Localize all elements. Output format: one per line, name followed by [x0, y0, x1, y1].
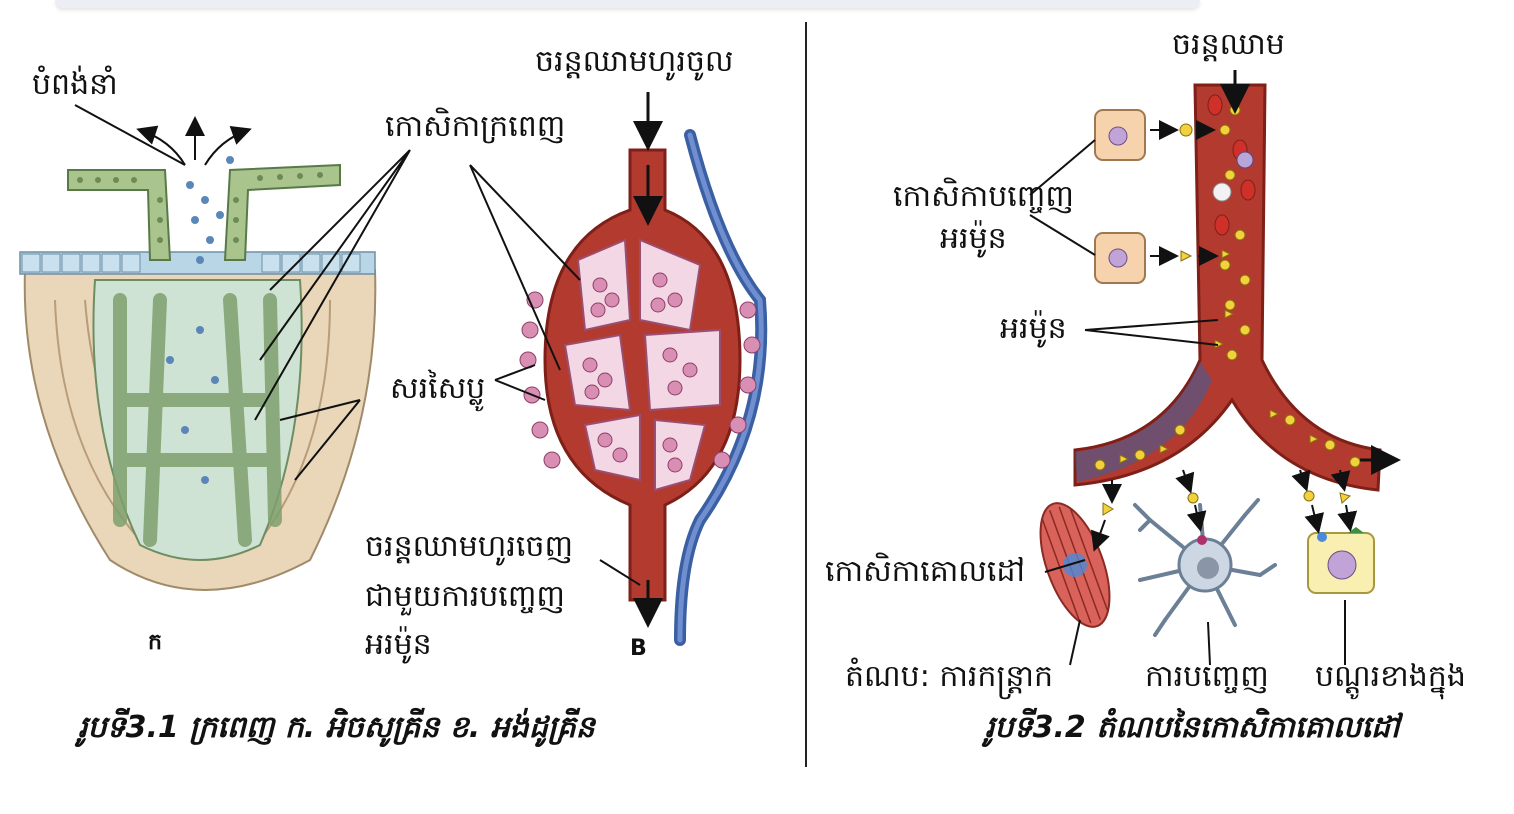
- label-secreting-cells-1: កោសិកាបញ្ចេញ: [893, 179, 1074, 214]
- label-duct: បំពង់នាំ: [32, 67, 118, 102]
- figure-3-1-gland-illustration: [19, 92, 768, 646]
- label-blood-in: ចរន្តឈាមហូរចូល: [535, 44, 734, 79]
- label-bloodstream: ចរន្តឈាម: [1172, 27, 1285, 62]
- label-fibers: សរសៃប្លូ: [390, 371, 486, 406]
- label-secreting-cells-2: អរម៉ូន: [940, 221, 1007, 256]
- panel-label-a: ក: [148, 630, 162, 655]
- top-bar: [55, 0, 1200, 8]
- label-response-secretion: ការបញ្ចេញ: [1145, 659, 1269, 694]
- label-response-contraction: តំណប: ការកន្ត្រាក: [845, 659, 1054, 694]
- figure-divider: [805, 22, 807, 767]
- fig2-leader-lines: [1029, 139, 1346, 666]
- label-blood-out-2: ជាមួយការបញ្ចេញ: [365, 579, 565, 614]
- fig1-leader-lines: [254, 149, 641, 586]
- hormone-secreting-cells: [1094, 109, 1219, 284]
- target-cells: [1039, 498, 1375, 637]
- hormone-particles: [1102, 490, 1352, 516]
- label-blood-out-1: ចរន្តឈាមហូរចេញ: [365, 529, 574, 564]
- hormone-delivery-arrows: [1090, 469, 1358, 552]
- label-hormone: អរម៉ូន: [1000, 311, 1067, 346]
- panel-label-b: B: [630, 636, 647, 661]
- label-blood-out-3: អរម៉ូន: [365, 627, 432, 662]
- endocrine-gland: [519, 92, 768, 646]
- blood-vessel: [1073, 70, 1401, 492]
- label-target-cell: កោសិកាគោលដៅ: [825, 554, 1025, 589]
- figure-3-2-caption: រូបទី3.2 តំណបនៃកោសិកាគោលដៅ: [985, 710, 1400, 745]
- exocrine-gland: [19, 104, 377, 591]
- label-gland-cells: កោសិកាក្រពេញ: [385, 109, 566, 144]
- label-response-internal-change: បណ្ដូរខាងក្នុង: [1315, 659, 1466, 694]
- figure-3-1-caption: រូបទី3.1 ក្រពេញ ក. អិចសូគ្រីន ខ. អង់ដូគ្…: [78, 710, 595, 745]
